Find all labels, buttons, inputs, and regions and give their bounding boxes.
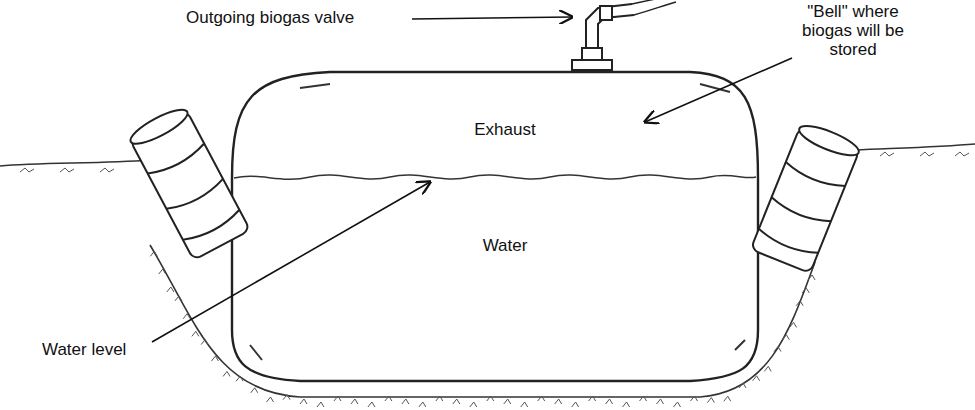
soil-stroke [183, 314, 190, 319]
soil-stroke [317, 402, 324, 407]
soil-stroke [955, 152, 969, 156]
soil-stroke [192, 331, 199, 336]
digester-tank [232, 72, 758, 381]
soil-stroke [657, 399, 664, 404]
soil-stroke [707, 398, 714, 403]
soil-stroke [436, 396, 443, 401]
soil-stroke [572, 402, 579, 407]
soil-stroke [453, 399, 460, 404]
soil-stroke [880, 152, 894, 156]
soil-stroke [764, 366, 771, 371]
soil-stroke [555, 399, 562, 404]
soil-stroke [640, 396, 647, 401]
water-surface [234, 175, 756, 179]
soil-stroke [790, 322, 797, 327]
soil-stroke [167, 287, 174, 292]
leader-arrow [412, 17, 572, 19]
soil-stroke [724, 396, 731, 401]
soil-stroke [267, 397, 274, 402]
inlet-drum [127, 104, 251, 260]
soil-stroke [796, 301, 803, 306]
soil-stroke [538, 396, 545, 401]
soil-stroke [351, 399, 358, 404]
leader-arrow [152, 182, 430, 342]
callout-label: Water level [42, 340, 126, 359]
soil-stroke [690, 396, 697, 401]
outlet-drum [751, 120, 862, 273]
soil-stroke [368, 402, 375, 407]
leader-arrow [645, 58, 792, 122]
soil-stroke [802, 288, 809, 293]
soil-stroke [159, 269, 166, 274]
soil-stroke [753, 376, 760, 381]
soil-stroke [504, 399, 511, 404]
soil-stroke [300, 399, 307, 404]
soil-stroke [236, 376, 243, 381]
soil-stroke [774, 347, 781, 352]
soil-stroke [739, 383, 746, 388]
soil-stroke [402, 399, 409, 404]
soil-stroke [223, 371, 230, 376]
soil-stroke [606, 399, 613, 404]
soil-stroke [100, 168, 114, 172]
tank-shading [250, 84, 745, 360]
soil-stroke [20, 168, 34, 172]
soil-stroke [419, 402, 426, 407]
region-label: Exhaust [474, 120, 535, 139]
biogas-valve [572, 0, 676, 70]
region-label: Water [483, 236, 528, 255]
soil-stroke [385, 396, 392, 401]
soil-stroke [782, 335, 789, 340]
soil-stroke [60, 168, 74, 172]
soil-stroke [674, 402, 681, 407]
soil-stroke [175, 296, 182, 301]
soil-stroke [150, 251, 157, 256]
soil-stroke [201, 340, 208, 345]
soil-stroke [920, 152, 934, 156]
soil-stroke [211, 356, 218, 361]
callout-label: Outgoing biogas valve [186, 8, 354, 27]
soil-stroke [470, 402, 477, 407]
soil-stroke [808, 275, 815, 280]
soil-stroke [334, 396, 341, 401]
soil-stroke [589, 396, 596, 401]
soil-stroke [283, 395, 290, 400]
soil-stroke [521, 402, 528, 407]
callout-label: "Bell" where biogas will be stored [794, 2, 912, 59]
soil-stroke [487, 396, 494, 401]
soil-stroke [251, 388, 258, 393]
soil-stroke [623, 402, 630, 407]
